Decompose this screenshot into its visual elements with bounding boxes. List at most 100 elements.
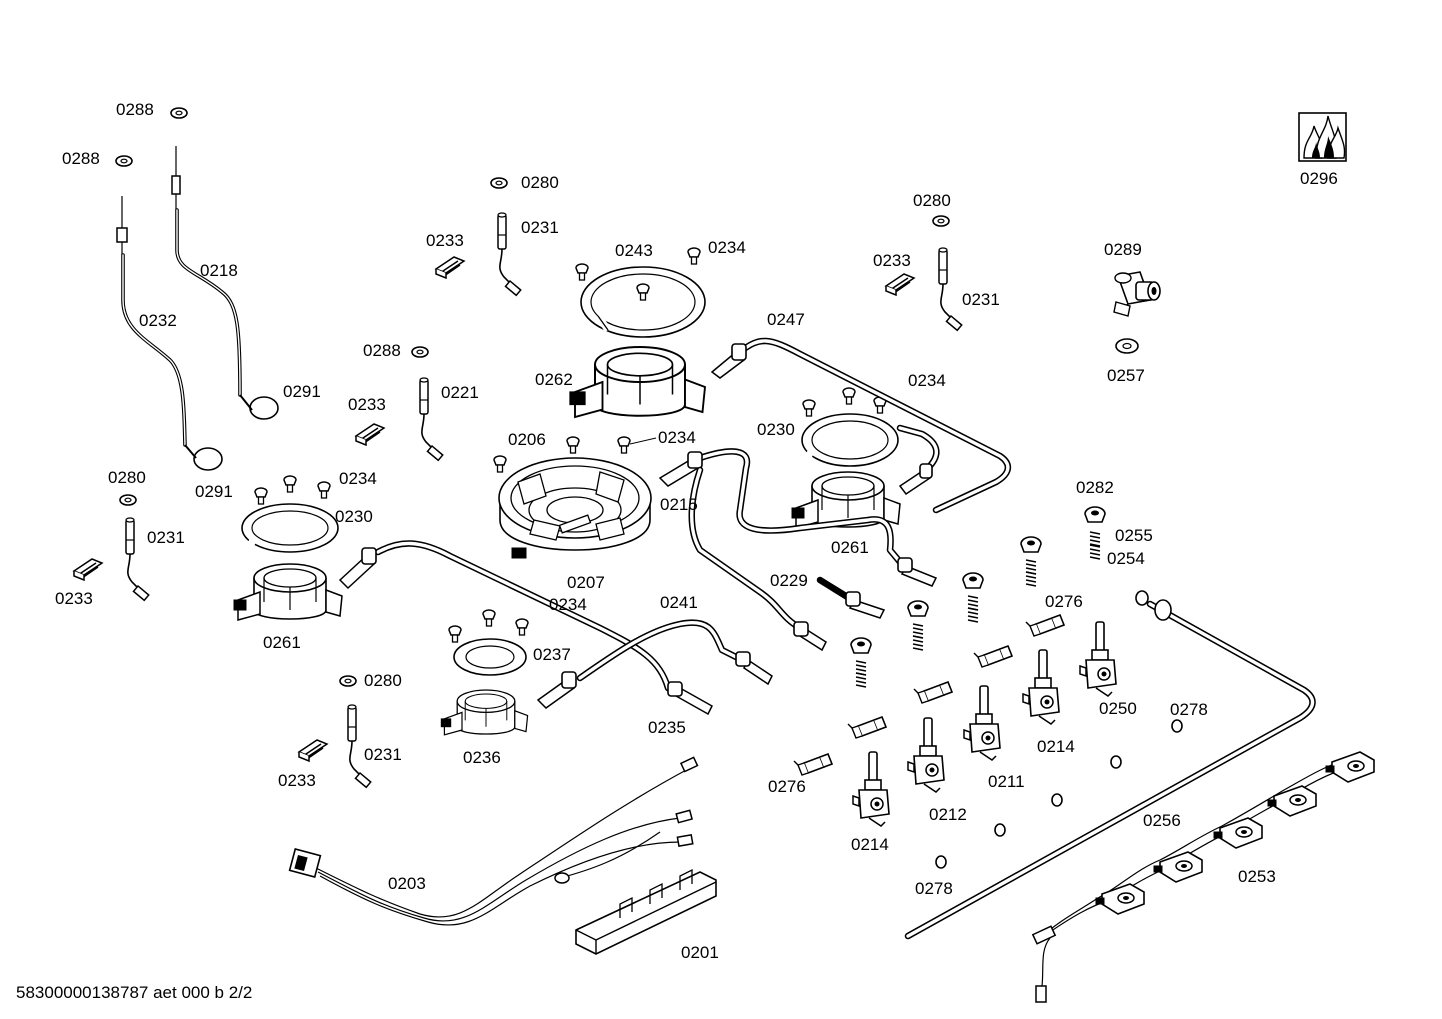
label-0203: 0203 — [388, 874, 426, 893]
label-0280-b: 0280 — [913, 191, 951, 210]
washer-0257 — [1115, 338, 1139, 354]
label-0230-a: 0230 — [335, 507, 373, 526]
label-0231-b: 0231 — [962, 290, 1000, 309]
screw-0234-j — [283, 475, 297, 493]
label-0288-c: 0288 — [363, 341, 401, 360]
seal-0278-e — [935, 855, 947, 869]
label-0280-a: 0280 — [521, 173, 559, 192]
label-0230-b: 0230 — [757, 420, 795, 439]
gas-pipe-0230-connector — [896, 424, 940, 496]
label-0218: 0218 — [200, 261, 238, 280]
label-0278-b: 0278 — [915, 879, 953, 898]
label-0234-e: 0234 — [908, 371, 946, 390]
screw-0234-i — [254, 487, 268, 505]
label-0280-d: 0280 — [364, 671, 402, 690]
label-0215: 0215 — [660, 495, 698, 514]
electrode-0231-c — [125, 517, 150, 602]
label-0261-a: 0261 — [263, 633, 301, 652]
gas-pipe-0229 — [658, 448, 938, 587]
label-0253: 0253 — [1238, 867, 1276, 886]
label-0288-a: 0288 — [116, 100, 154, 119]
clip-0233-c — [355, 423, 385, 446]
screw-0234-c — [493, 455, 507, 473]
nozzle-a — [1020, 536, 1042, 553]
label-0291-a: 0291 — [283, 382, 321, 401]
leader-0234-b — [629, 437, 657, 445]
drawing-reference-footer: 58300000138787 aet 000 b 2/2 — [16, 983, 252, 1002]
label-0233-b: 0233 — [873, 251, 911, 270]
nozzle-b — [962, 572, 984, 589]
label-0254: 0254 — [1107, 549, 1145, 568]
label-0288-b: 0288 — [62, 149, 100, 168]
washer-0280-b — [932, 215, 950, 227]
screw-0234-a — [575, 263, 589, 281]
gasket-0230-right — [801, 413, 899, 467]
thermocouple-0232 — [116, 196, 223, 471]
label-0247: 0247 — [767, 310, 805, 329]
screw-0234-l — [448, 625, 462, 643]
washer-0280-a — [490, 177, 508, 189]
spring-b — [1025, 571, 1037, 587]
seal-0278-d — [994, 823, 1006, 837]
washer-0280-d — [339, 675, 357, 687]
label-0201: 0201 — [681, 943, 719, 962]
gasket-0237 — [453, 638, 527, 676]
thermocouple-0218 — [171, 146, 279, 420]
electrode-0231-a — [497, 212, 522, 297]
screw-0234-d — [566, 436, 580, 454]
label-0237: 0237 — [533, 645, 571, 664]
burner-base-0261-left — [233, 563, 343, 621]
label-0234-a: 0234 — [708, 238, 746, 257]
label-0255: 0255 — [1115, 526, 1153, 545]
washer-0288-a — [170, 107, 188, 119]
screw-0234-n — [515, 618, 529, 636]
clip-0233-e — [298, 739, 328, 762]
label-0231-d: 0231 — [364, 745, 402, 764]
label-0236: 0236 — [463, 748, 501, 767]
clip-0233-a — [435, 256, 465, 279]
label-0233-d: 0233 — [55, 589, 93, 608]
screw-0234-e — [617, 436, 631, 454]
gas-tap-0214-a — [1022, 649, 1060, 725]
burner-base-0262 — [569, 346, 706, 418]
burner-base-0236 — [440, 689, 529, 736]
thermo-valve-0276-b — [793, 753, 833, 776]
label-0257: 0257 — [1107, 366, 1145, 385]
label-0232: 0232 — [139, 311, 177, 330]
spring-0255 — [1089, 531, 1101, 547]
label-0235: 0235 — [648, 718, 686, 737]
label-0256: 0256 — [1143, 811, 1181, 830]
label-0234-d: 0234 — [549, 595, 587, 614]
label-0207: 0207 — [567, 573, 605, 592]
gas-tap-0214-b — [852, 751, 890, 827]
label-0276-a: 0276 — [1045, 592, 1083, 611]
thermo-valve-a — [973, 645, 1013, 668]
label-0250: 0250 — [1099, 699, 1137, 718]
clip-0233-d — [73, 558, 103, 581]
label-0280-c: 0280 — [108, 468, 146, 487]
label-0243: 0243 — [615, 241, 653, 260]
gasket-0230-left — [241, 503, 339, 553]
label-0234-b: 0234 — [658, 428, 696, 447]
thermo-valve-b — [913, 681, 953, 704]
electrode-0221 — [419, 377, 444, 462]
nozzle-d — [850, 637, 872, 654]
clip-0233-b — [885, 273, 915, 296]
spring-h — [855, 672, 867, 688]
label-0233-e: 0233 — [278, 771, 316, 790]
nozzle-c — [907, 600, 929, 617]
elbow-0289 — [1113, 271, 1161, 317]
burner-0207 — [498, 457, 652, 559]
label-0289: 0289 — [1104, 240, 1142, 259]
ignition-unit-0201 — [575, 868, 717, 955]
thermo-valve-c — [847, 716, 887, 739]
gasket-0243 — [580, 266, 706, 338]
spring-f — [912, 635, 924, 651]
gas-tap-0211 — [963, 685, 1001, 761]
label-0278-a: 0278 — [1170, 700, 1208, 719]
ignition-switch-harness-0256 — [1031, 751, 1375, 1003]
label-0211: 0211 — [988, 772, 1025, 791]
gas-pipe-0241 — [536, 619, 773, 709]
label-0276-b: 0276 — [768, 777, 806, 796]
